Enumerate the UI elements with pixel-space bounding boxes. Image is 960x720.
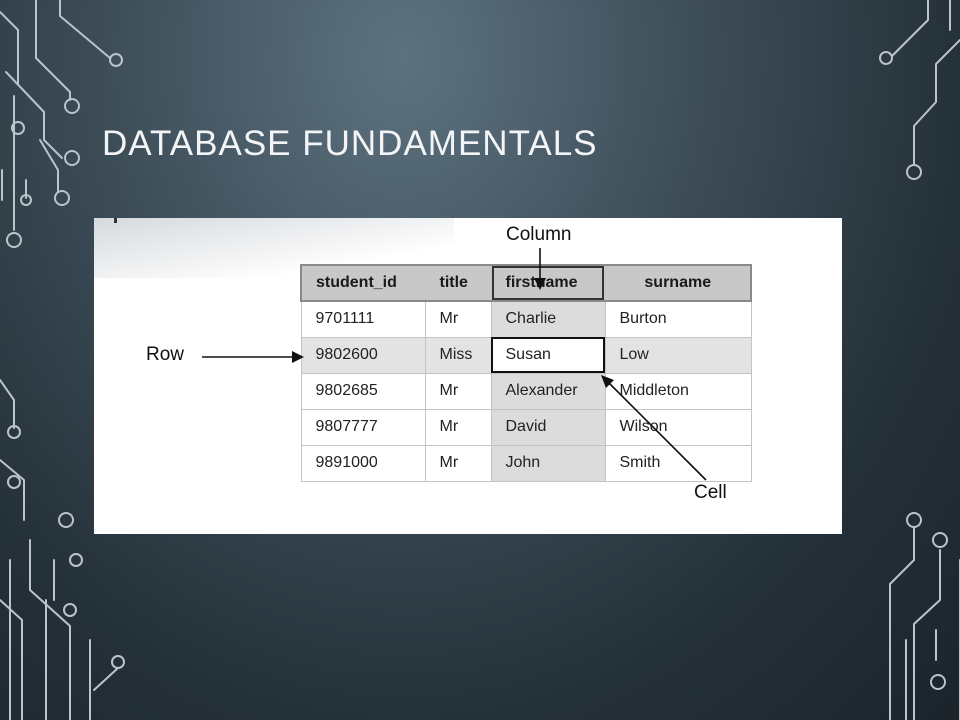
header-surname: surname bbox=[604, 264, 752, 302]
cell-surname: Low bbox=[604, 336, 752, 374]
cell-student-id: 9802685 bbox=[300, 372, 426, 410]
column-arrowhead bbox=[534, 278, 546, 290]
annotation-arrows bbox=[202, 248, 707, 481]
student-table: student_id title firstname surname 97011… bbox=[300, 264, 752, 482]
cell-firstname: Alexander bbox=[490, 372, 606, 410]
cell-title: Mr bbox=[424, 300, 492, 338]
slide-title: DATABASE FUNDAMENTALS bbox=[102, 124, 598, 163]
row-arrowhead bbox=[292, 351, 304, 363]
cell-surname: Wilson bbox=[604, 408, 752, 446]
table-row-highlighted: 9802600 Miss Susan Low bbox=[300, 336, 752, 374]
cell-title: Mr bbox=[424, 372, 492, 410]
cell-firstname-highlighted: Susan bbox=[490, 336, 606, 374]
cell-title: Mr bbox=[424, 444, 492, 482]
cell-title: Miss bbox=[424, 336, 492, 374]
cell-surname: Burton bbox=[604, 300, 752, 338]
cell-surname: Smith bbox=[604, 444, 752, 482]
cell-arrowhead bbox=[601, 375, 614, 388]
row-label: Row bbox=[146, 344, 185, 365]
cell-firstname: John bbox=[490, 444, 606, 482]
table-row: 9802685 Mr Alexander Middleton bbox=[300, 372, 752, 410]
header-title: title bbox=[424, 264, 492, 302]
cell-label: Cell bbox=[694, 482, 727, 503]
cell-firstname: David bbox=[490, 408, 606, 446]
cell-arrow bbox=[607, 381, 707, 481]
cell-student-id: 9802600 bbox=[300, 336, 426, 374]
table-row: 9807777 Mr David Wilson bbox=[300, 408, 752, 446]
header-student-id: student_id bbox=[300, 264, 426, 302]
column-label: Column bbox=[506, 224, 572, 245]
database-table-figure: student_id title firstname surname 97011… bbox=[94, 218, 842, 534]
corner-mark bbox=[114, 218, 117, 223]
table-row: 9891000 Mr John Smith bbox=[300, 444, 752, 482]
